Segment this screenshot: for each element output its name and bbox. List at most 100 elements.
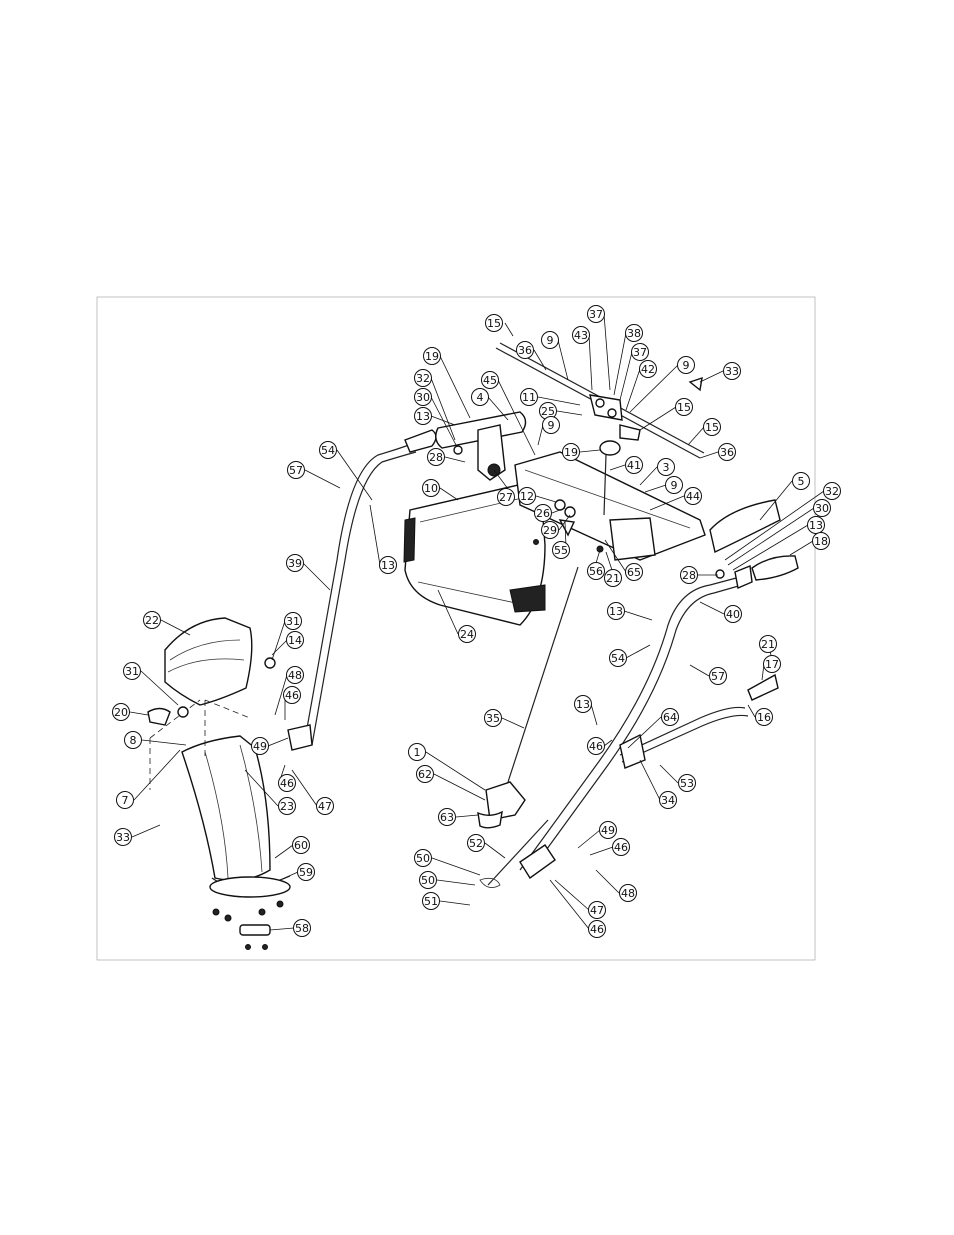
- callout-21a: 21: [604, 551, 622, 587]
- svg-text:23: 23: [280, 800, 294, 813]
- svg-text:5: 5: [798, 475, 805, 488]
- svg-text:33: 33: [116, 831, 130, 844]
- svg-text:37: 37: [633, 346, 647, 359]
- callout-50a: 50: [414, 849, 481, 876]
- top-rod-assembly: [495, 342, 705, 459]
- svg-text:26: 26: [536, 507, 550, 520]
- svg-text:25: 25: [541, 405, 555, 418]
- svg-text:46: 46: [614, 841, 628, 854]
- callout-37a: 37: [587, 305, 611, 391]
- svg-text:50: 50: [416, 852, 430, 865]
- svg-text:58: 58: [295, 922, 309, 935]
- callout-49a: 49: [251, 737, 289, 755]
- callout-43: 43: [572, 326, 593, 391]
- svg-text:9: 9: [683, 359, 690, 372]
- callout-13e: 13: [574, 695, 598, 726]
- callout-11: 11: [520, 388, 581, 406]
- callout-23: 23: [244, 769, 296, 815]
- svg-text:18: 18: [814, 535, 828, 548]
- callout-13b: 13: [732, 516, 825, 571]
- svg-text:12: 12: [520, 490, 534, 503]
- callout-64: 64: [627, 708, 679, 749]
- svg-text:10: 10: [424, 482, 438, 495]
- callout-35: 35: [484, 709, 525, 729]
- svg-text:53: 53: [680, 777, 694, 790]
- svg-text:46: 46: [280, 777, 294, 790]
- callout-60: 60: [274, 836, 310, 859]
- svg-text:14: 14: [288, 634, 302, 647]
- callout-25: 25: [539, 402, 583, 420]
- svg-text:46: 46: [285, 689, 299, 702]
- callout-8: 8: [124, 731, 187, 749]
- svg-text:37: 37: [589, 308, 603, 321]
- callout-46c: 46: [278, 764, 296, 792]
- lower-rod: [479, 819, 549, 888]
- svg-text:19: 19: [564, 446, 578, 459]
- callout-56: 56: [587, 549, 605, 580]
- chute-fasteners: [147, 657, 284, 950]
- svg-text:49: 49: [253, 740, 267, 753]
- svg-text:7: 7: [122, 794, 129, 807]
- left-grip-assembly: [435, 411, 527, 481]
- svg-text:35: 35: [486, 712, 500, 725]
- callout-49b: 49: [577, 821, 617, 849]
- svg-text:39: 39: [288, 557, 302, 570]
- callout-48a: 48: [274, 666, 304, 716]
- callout-16: 16: [747, 704, 773, 726]
- callout-4: 4: [471, 388, 509, 421]
- svg-text:16: 16: [757, 711, 771, 724]
- callout-52: 52: [467, 834, 506, 859]
- callout-9a: 9: [541, 331, 569, 381]
- callout-15a: 15: [485, 314, 514, 337]
- right-grip-assembly: [709, 499, 799, 581]
- callout-18: 18: [789, 532, 830, 556]
- svg-text:32: 32: [416, 372, 430, 385]
- callout-31b: 31: [123, 662, 179, 706]
- callout-26: 26: [534, 504, 566, 522]
- handle-bracket: [514, 440, 706, 561]
- callout-47b: 47: [554, 879, 606, 919]
- callout-28b: 28: [680, 566, 718, 584]
- callout-32b: 32: [724, 482, 841, 561]
- callout-22: 22: [143, 611, 191, 636]
- callout-13c: 13: [369, 504, 397, 574]
- svg-text:41: 41: [627, 459, 641, 472]
- callout-33a: 33: [699, 362, 741, 383]
- callout-13a: 13: [414, 407, 456, 426]
- callout-51: 51: [422, 892, 471, 910]
- callout-54b: 54: [609, 644, 651, 667]
- svg-text:64: 64: [663, 711, 677, 724]
- svg-text:30: 30: [815, 502, 829, 515]
- callout-13d: 13: [607, 602, 653, 621]
- svg-text:13: 13: [609, 605, 623, 618]
- svg-text:13: 13: [416, 410, 430, 423]
- svg-text:4: 4: [477, 391, 484, 404]
- callout-65: 65: [604, 539, 643, 581]
- callout-36b: 36: [699, 443, 736, 461]
- svg-text:28: 28: [682, 569, 696, 582]
- callout-29: 29: [541, 514, 571, 539]
- callout-46d: 46: [589, 838, 630, 856]
- svg-text:20: 20: [114, 706, 128, 719]
- svg-text:36: 36: [518, 344, 532, 357]
- svg-text:9: 9: [671, 479, 678, 492]
- callout-57b: 57: [689, 664, 727, 685]
- svg-text:11: 11: [522, 391, 536, 404]
- callouts: 15 37 36 9 43 38 37 19 42 9 33 45 32 11 …: [112, 305, 841, 938]
- svg-text:54: 54: [611, 652, 625, 665]
- svg-text:21: 21: [761, 638, 775, 651]
- callout-24: 24: [437, 589, 476, 643]
- callout-27: 27: [493, 469, 515, 506]
- svg-text:3: 3: [663, 461, 670, 474]
- callout-14: 14: [271, 631, 304, 656]
- callout-62: 62: [416, 765, 486, 801]
- svg-text:38: 38: [627, 327, 641, 340]
- diagram-frame: [96, 296, 816, 961]
- callout-15b: 15: [639, 398, 693, 431]
- svg-text:9: 9: [548, 419, 555, 432]
- callout-46a: 46: [283, 686, 301, 720]
- svg-text:21: 21: [606, 572, 620, 585]
- callout-39: 39: [286, 554, 331, 591]
- callout-9d: 9: [644, 476, 683, 494]
- callout-38: 38: [613, 324, 643, 396]
